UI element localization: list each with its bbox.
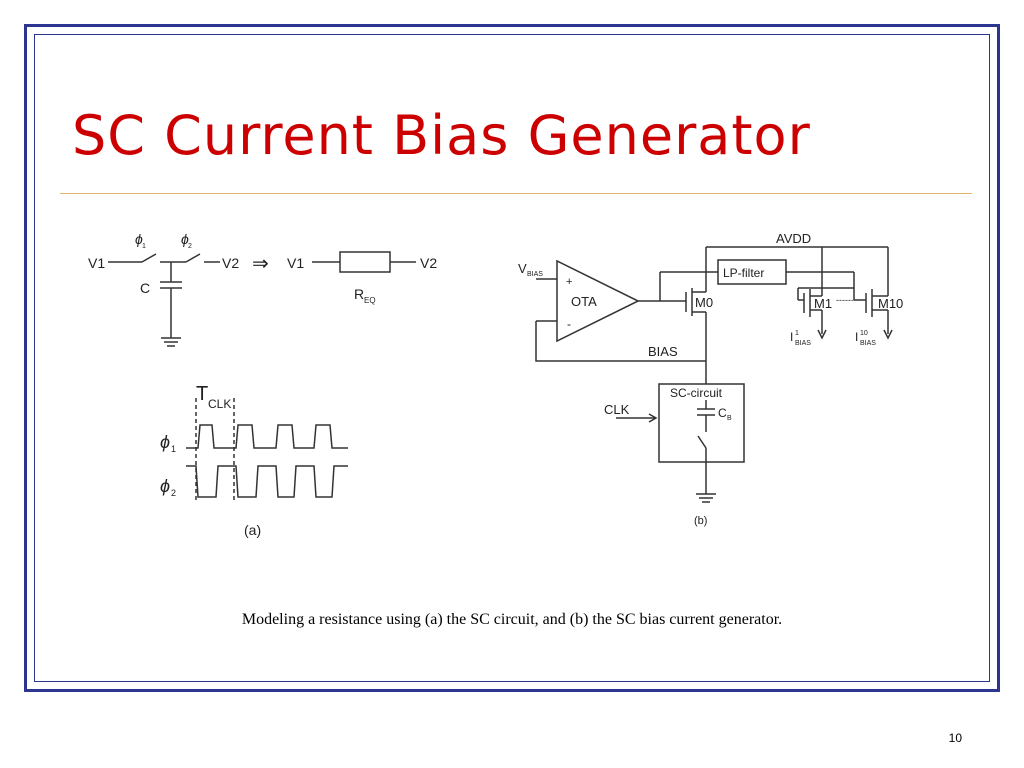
svg-text:2: 2 <box>188 243 192 250</box>
slide-title: SC Current Bias Generator <box>72 104 811 167</box>
svg-text:SC-circuit: SC-circuit <box>670 386 723 400</box>
page-number: 10 <box>948 731 962 745</box>
svg-text:C: C <box>718 406 727 420</box>
sc-resistor-circuit <box>108 253 220 347</box>
svg-text:(a): (a) <box>244 522 261 538</box>
svg-text:1: 1 <box>142 243 146 250</box>
clock-waveforms <box>186 398 348 500</box>
svg-text:C: C <box>140 280 150 296</box>
svg-text:BIAS: BIAS <box>527 271 543 278</box>
svg-text:ϕ: ϕ <box>160 432 170 452</box>
svg-text:CLK: CLK <box>604 402 630 417</box>
svg-text:LP-filter: LP-filter <box>723 266 764 280</box>
svg-text:OTA: OTA <box>571 294 597 309</box>
svg-text:(b): (b) <box>694 515 707 527</box>
svg-text:M0: M0 <box>695 295 713 310</box>
svg-text:V1: V1 <box>287 255 304 271</box>
transistor-m0 <box>685 284 707 384</box>
svg-text:BIAS: BIAS <box>795 340 811 347</box>
equivalent-resistor-circuit <box>312 251 416 273</box>
slide-inner-border <box>34 34 990 682</box>
svg-text:-: - <box>567 317 571 331</box>
svg-text:I: I <box>855 330 858 344</box>
svg-text:1: 1 <box>795 330 799 337</box>
title-divider <box>60 193 972 194</box>
svg-text:V: V <box>518 261 527 276</box>
svg-text:M1: M1 <box>814 296 832 311</box>
svg-text:V1: V1 <box>88 255 105 271</box>
circuit-figure: V1 V2 ϕ 1 ϕ 2 C ⇒ V1 V2 R EQ T CLK ϕ 1 ϕ… <box>88 231 903 538</box>
transistor-m10 <box>854 289 893 340</box>
svg-text:2: 2 <box>171 488 176 498</box>
svg-text:V2: V2 <box>222 255 239 271</box>
svg-text:V2: V2 <box>420 255 437 271</box>
svg-text:EQ: EQ <box>364 296 376 305</box>
svg-text:M10: M10 <box>878 296 903 311</box>
svg-text:ϕ: ϕ <box>135 231 143 247</box>
svg-text:R: R <box>354 286 364 302</box>
sc-circuit-block <box>616 383 745 503</box>
transistor-m1 <box>798 289 827 340</box>
svg-text:ϕ: ϕ <box>181 231 189 247</box>
figure-caption: Modeling a resistance using (a) the SC c… <box>241 611 783 628</box>
slide-outer-border <box>24 24 1000 692</box>
svg-text:I: I <box>790 330 793 344</box>
figure-b-labels: AVDD V BIAS + - OTA LP-filter M0 M1 M10 … <box>518 231 903 527</box>
svg-text:+: + <box>566 276 572 288</box>
ota-amplifier <box>535 259 706 362</box>
svg-text:10: 10 <box>860 330 868 337</box>
svg-text:⇒: ⇒ <box>252 253 269 275</box>
svg-text:BIAS: BIAS <box>860 340 876 347</box>
svg-text:------: ------ <box>836 295 854 305</box>
lp-filter-block <box>659 259 855 301</box>
svg-text:AVDD: AVDD <box>776 231 811 246</box>
svg-text:CLK: CLK <box>208 397 231 411</box>
svg-text:ϕ: ϕ <box>160 476 170 496</box>
svg-text:BIAS: BIAS <box>648 344 678 359</box>
svg-text:1: 1 <box>171 444 176 454</box>
svg-text:B: B <box>727 415 732 422</box>
figure-a-labels: V1 V2 ϕ 1 ϕ 2 C ⇒ V1 V2 R EQ T CLK ϕ 1 ϕ… <box>88 231 437 538</box>
svg-text:T: T <box>196 383 208 405</box>
